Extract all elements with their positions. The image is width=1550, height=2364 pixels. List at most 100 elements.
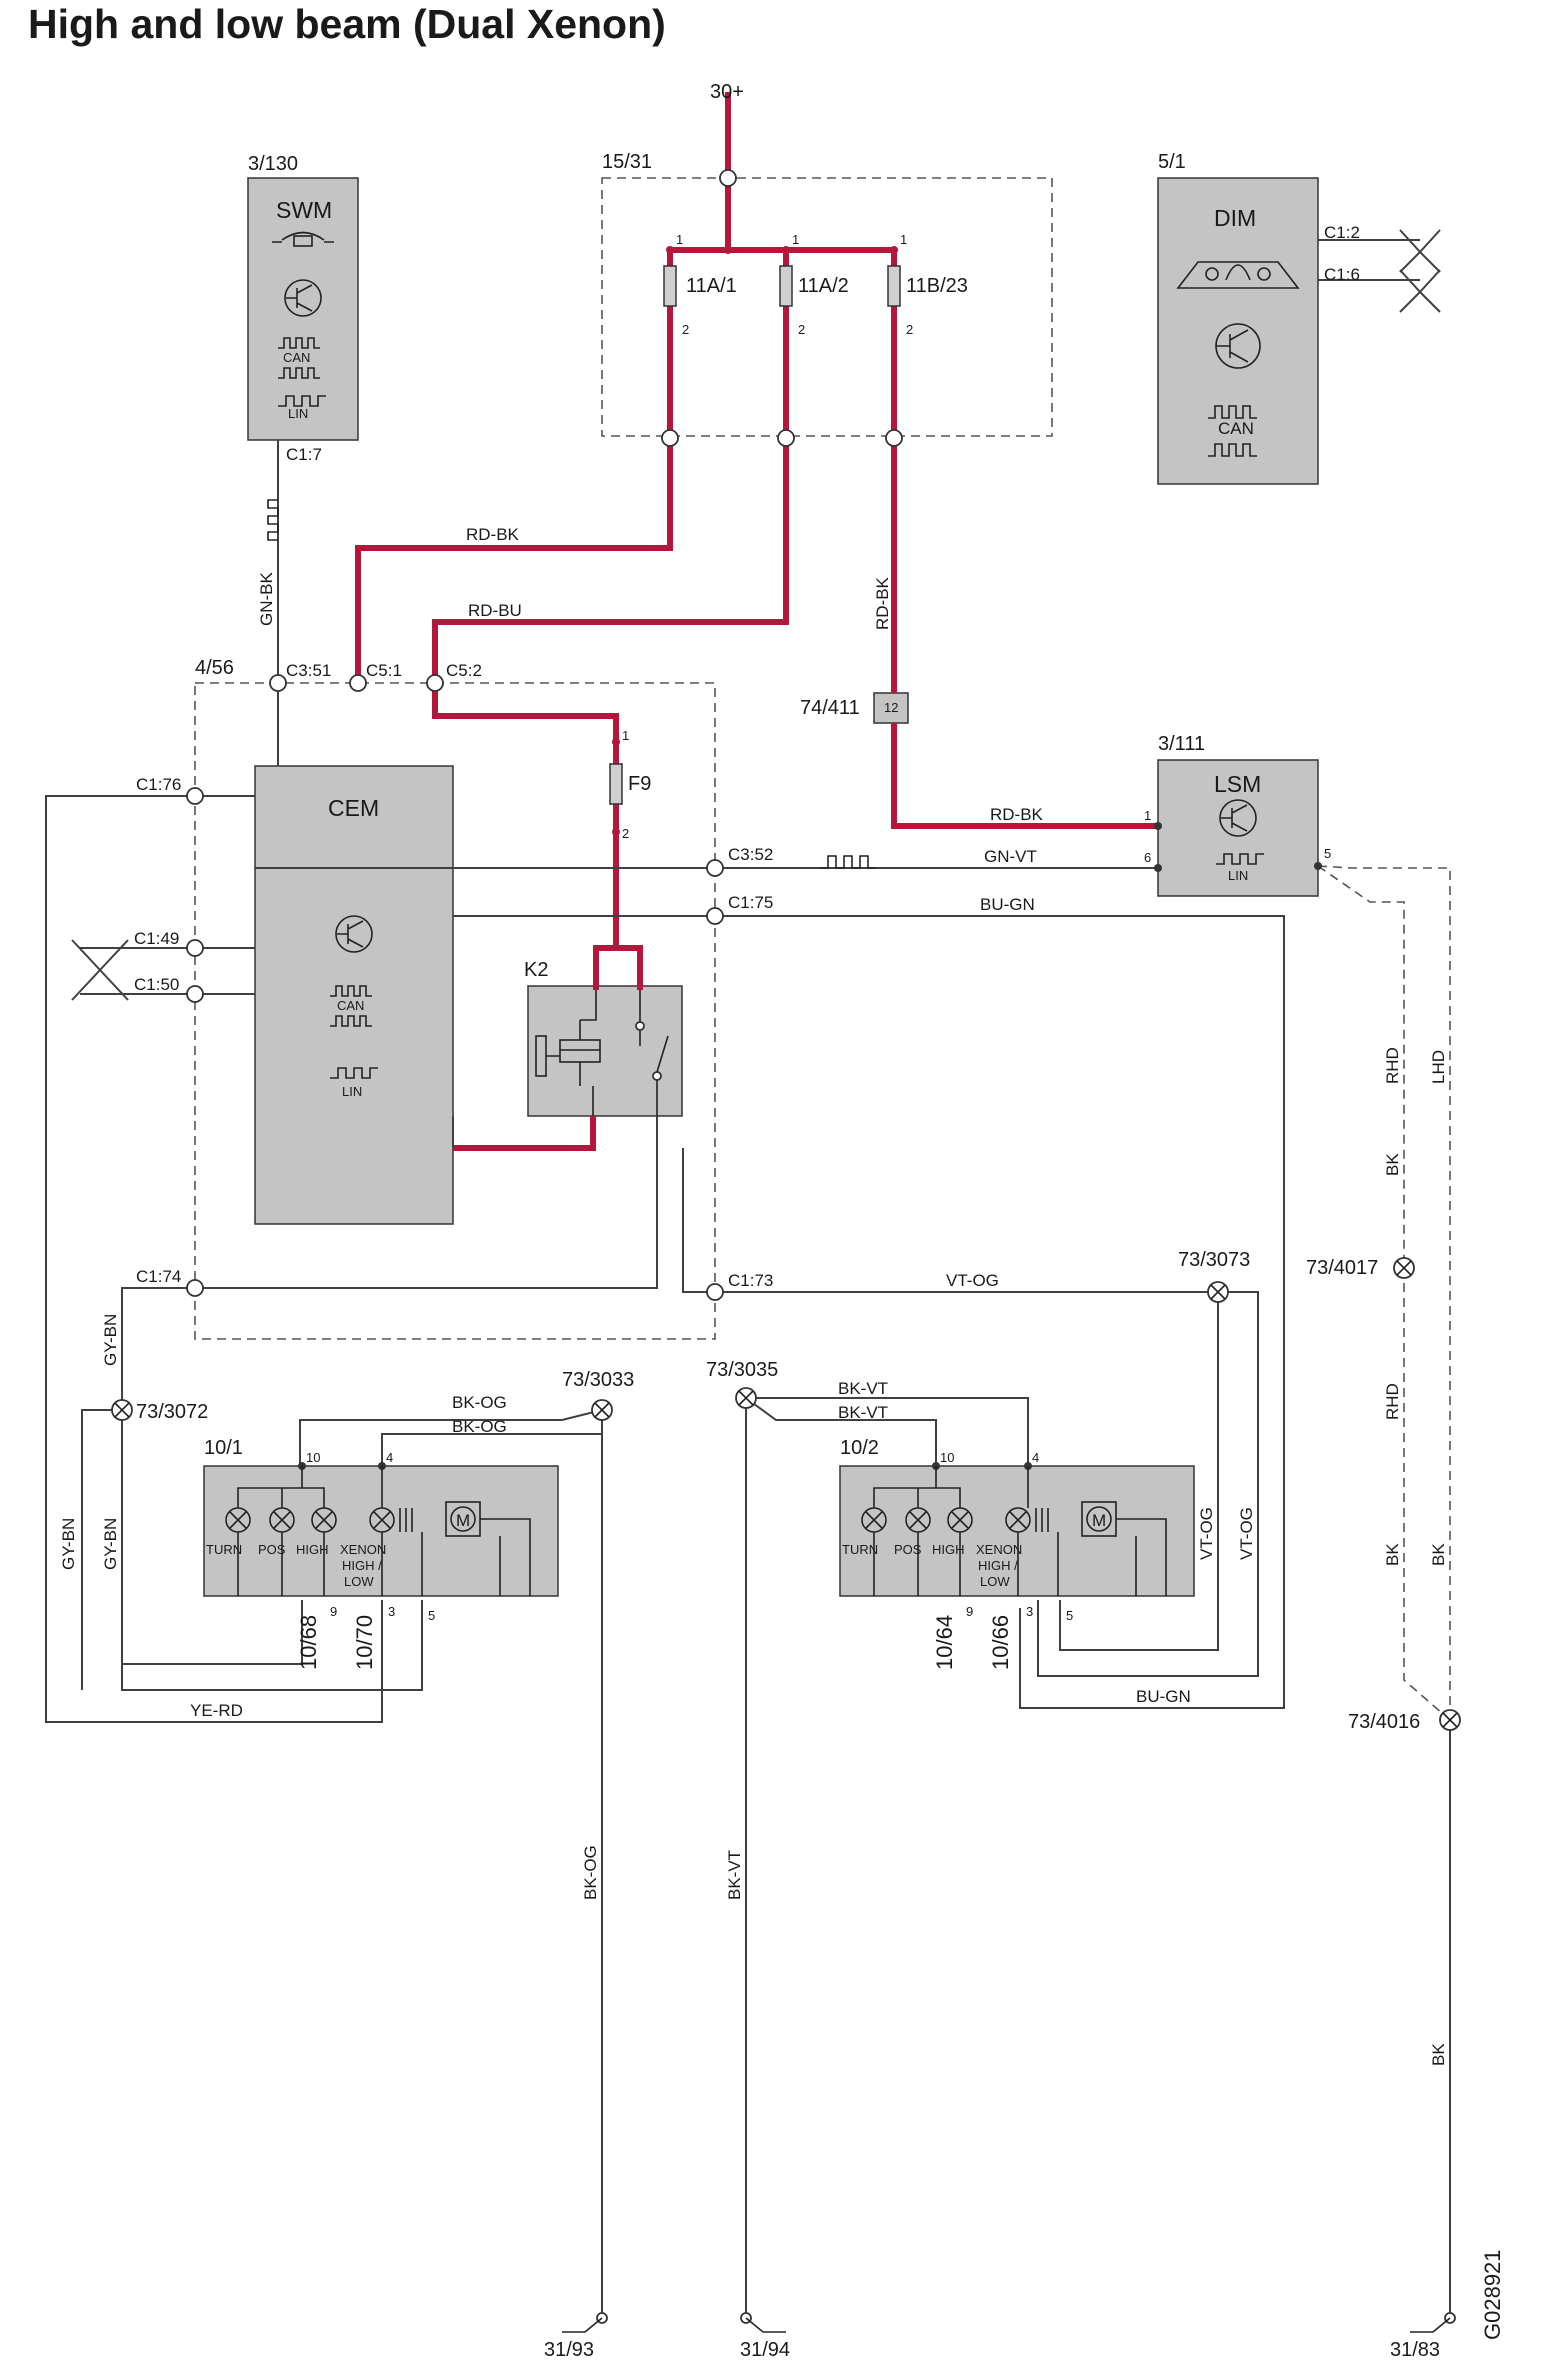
svg-text:5: 5 [1066, 1608, 1073, 1623]
wire-label-gn-bk: GN-BK [257, 572, 276, 627]
wire-label-bk-vt-1: BK-VT [838, 1379, 888, 1398]
wire-label-gn-vt: GN-VT [984, 847, 1037, 866]
ground-symbols [562, 2312, 1456, 2333]
headlamp-left-ref: 10/1 [204, 1437, 243, 1459]
wire-gy-bn-left [81, 1409, 122, 1690]
wire-label-bk-og-2: BK-OG [452, 1417, 507, 1436]
wire-lsm-5-dashed [1317, 865, 1451, 1720]
wire-label-bk-vt-vert: BK-VT [725, 1850, 744, 1900]
connector-10-66: 10/66 [988, 1615, 1013, 1670]
wire-label-gy-bn-2: GY-BN [59, 1518, 78, 1570]
instrument-cluster-icon [1176, 261, 1300, 289]
pin-c1-6: C1:6 [1324, 265, 1360, 284]
splice-3073: 73/3073 [1178, 1249, 1250, 1271]
pin-c1-7: C1:7 [286, 445, 322, 464]
headlamp-left-lamps [225, 1466, 531, 1596]
svg-text:1: 1 [676, 232, 683, 247]
svg-text:2: 2 [682, 322, 689, 337]
wire-label-bk-og-1: BK-OG [452, 1393, 507, 1412]
ground-31-93: 31/93 [544, 2339, 594, 2361]
lsm-ref: 3/111 [1158, 733, 1205, 755]
wire-bu-gn [453, 915, 1285, 1709]
svg-text:POS: POS [258, 1542, 286, 1557]
swm-ref: 3/130 [248, 153, 298, 175]
svg-text:CAN: CAN [1218, 419, 1254, 438]
pin-c1-2: C1:2 [1324, 223, 1360, 242]
wire-label-bk-2: BK [1383, 1543, 1402, 1566]
transistor-icon [1219, 799, 1257, 837]
lin-signal-icon [1216, 853, 1264, 865]
svg-text:9: 9 [330, 1604, 337, 1619]
fuse-f9 [609, 763, 623, 805]
headlamp-right-lamps [861, 1466, 1167, 1596]
can-signal-icon [278, 337, 320, 379]
fuse-11a-2-label: 11A/2 [798, 275, 849, 297]
fuse-11a-1 [663, 265, 677, 307]
wire-rd-bk-lsm [891, 723, 1158, 829]
pin-c1-76: C1:76 [136, 775, 181, 794]
svg-text:LOW: LOW [344, 1574, 374, 1589]
wire-gy-bn-c1-74 [121, 1116, 658, 1410]
dim-ref: 5/1 [1158, 151, 1186, 173]
fuse-box-ref: 15/31 [602, 151, 652, 173]
splice-74-pin: 12 [884, 700, 898, 715]
fuse-f9-label: F9 [628, 773, 651, 795]
transistor-icon [284, 279, 322, 317]
connection-nodes [186, 169, 1322, 1470]
supply-label: 30+ [710, 81, 744, 103]
ground-31-94: 31/94 [740, 2339, 790, 2361]
lsm-name: LSM [1214, 771, 1261, 797]
text-labels: 30+ 15/31 3/130 SWM 5/1 DIM 4/56 CEM 3/1… [59, 81, 1505, 2361]
svg-text:6: 6 [1144, 850, 1151, 865]
fuse-11a-2 [779, 265, 793, 307]
svg-text:XENON: XENON [340, 1542, 386, 1557]
relay-coil-icon [535, 990, 669, 1116]
twist-dim-2 [1399, 269, 1441, 313]
splice-3035: 73/3035 [706, 1359, 778, 1381]
wire-label-rhd-2: RHD [1383, 1383, 1402, 1420]
pin-c5-2: C5:2 [446, 661, 482, 680]
fuse-11b-23-label: 11B/23 [906, 275, 968, 297]
pin-c1-75: C1:75 [728, 893, 773, 912]
svg-text:3: 3 [1026, 1604, 1033, 1619]
svg-text:5: 5 [428, 1608, 435, 1623]
wire-cem-to-k2 [453, 1116, 596, 1151]
fuse-11b-23 [887, 265, 901, 307]
connector-10-70: 10/70 [352, 1615, 377, 1670]
svg-text:HIGH /: HIGH / [342, 1558, 382, 1573]
svg-text:XENON: XENON [976, 1542, 1022, 1557]
lin-signal-icon [278, 395, 326, 407]
svg-text:1: 1 [900, 232, 907, 247]
wire-label-vt-og: VT-OG [946, 1271, 999, 1290]
splice-4017: 73/4017 [1306, 1257, 1378, 1279]
svg-text:1: 1 [1144, 808, 1151, 823]
svg-text:CAN: CAN [283, 350, 310, 365]
svg-text:M: M [1092, 1511, 1106, 1530]
wire-label-bu-gn: BU-GN [980, 895, 1035, 914]
wire-label-vt-og-1: VT-OG [1197, 1507, 1216, 1560]
wire-label-bk-vt-2: BK-VT [838, 1403, 888, 1422]
wire-c5-2-to-f9 [432, 683, 619, 742]
lsm-box [1157, 759, 1319, 897]
wire-gy-bn-lamp [121, 1410, 423, 1691]
wire-vt-og [682, 1148, 1218, 1293]
wire-f9-to-k2 [593, 742, 643, 990]
pin-c1-73: C1:73 [728, 1271, 773, 1290]
wire-label-ye-rd: YE-RD [190, 1701, 243, 1720]
lin-signal-icon [330, 1067, 378, 1079]
wire-cem-can [80, 947, 255, 995]
wire-label-bu-gn-right: BU-GN [1136, 1687, 1191, 1706]
wire-label-gy-bn-3: GY-BN [101, 1518, 120, 1570]
relay-k2-box [527, 985, 683, 1117]
wire-label-bk-1: BK [1383, 1153, 1402, 1176]
svg-text:M: M [456, 1511, 470, 1530]
svg-text:HIGH: HIGH [296, 1542, 329, 1557]
transistor-icon [335, 915, 373, 953]
cem-ref: 4/56 [195, 657, 234, 679]
twist-cem [71, 939, 129, 1001]
svg-text:10: 10 [306, 1450, 320, 1465]
wire-label-bk-og-vert: BK-OG [581, 1845, 600, 1900]
wire-label-bk-4: BK [1429, 2043, 1448, 2066]
svg-text:1: 1 [622, 728, 629, 743]
connector-10-68: 10/68 [296, 1615, 321, 1670]
